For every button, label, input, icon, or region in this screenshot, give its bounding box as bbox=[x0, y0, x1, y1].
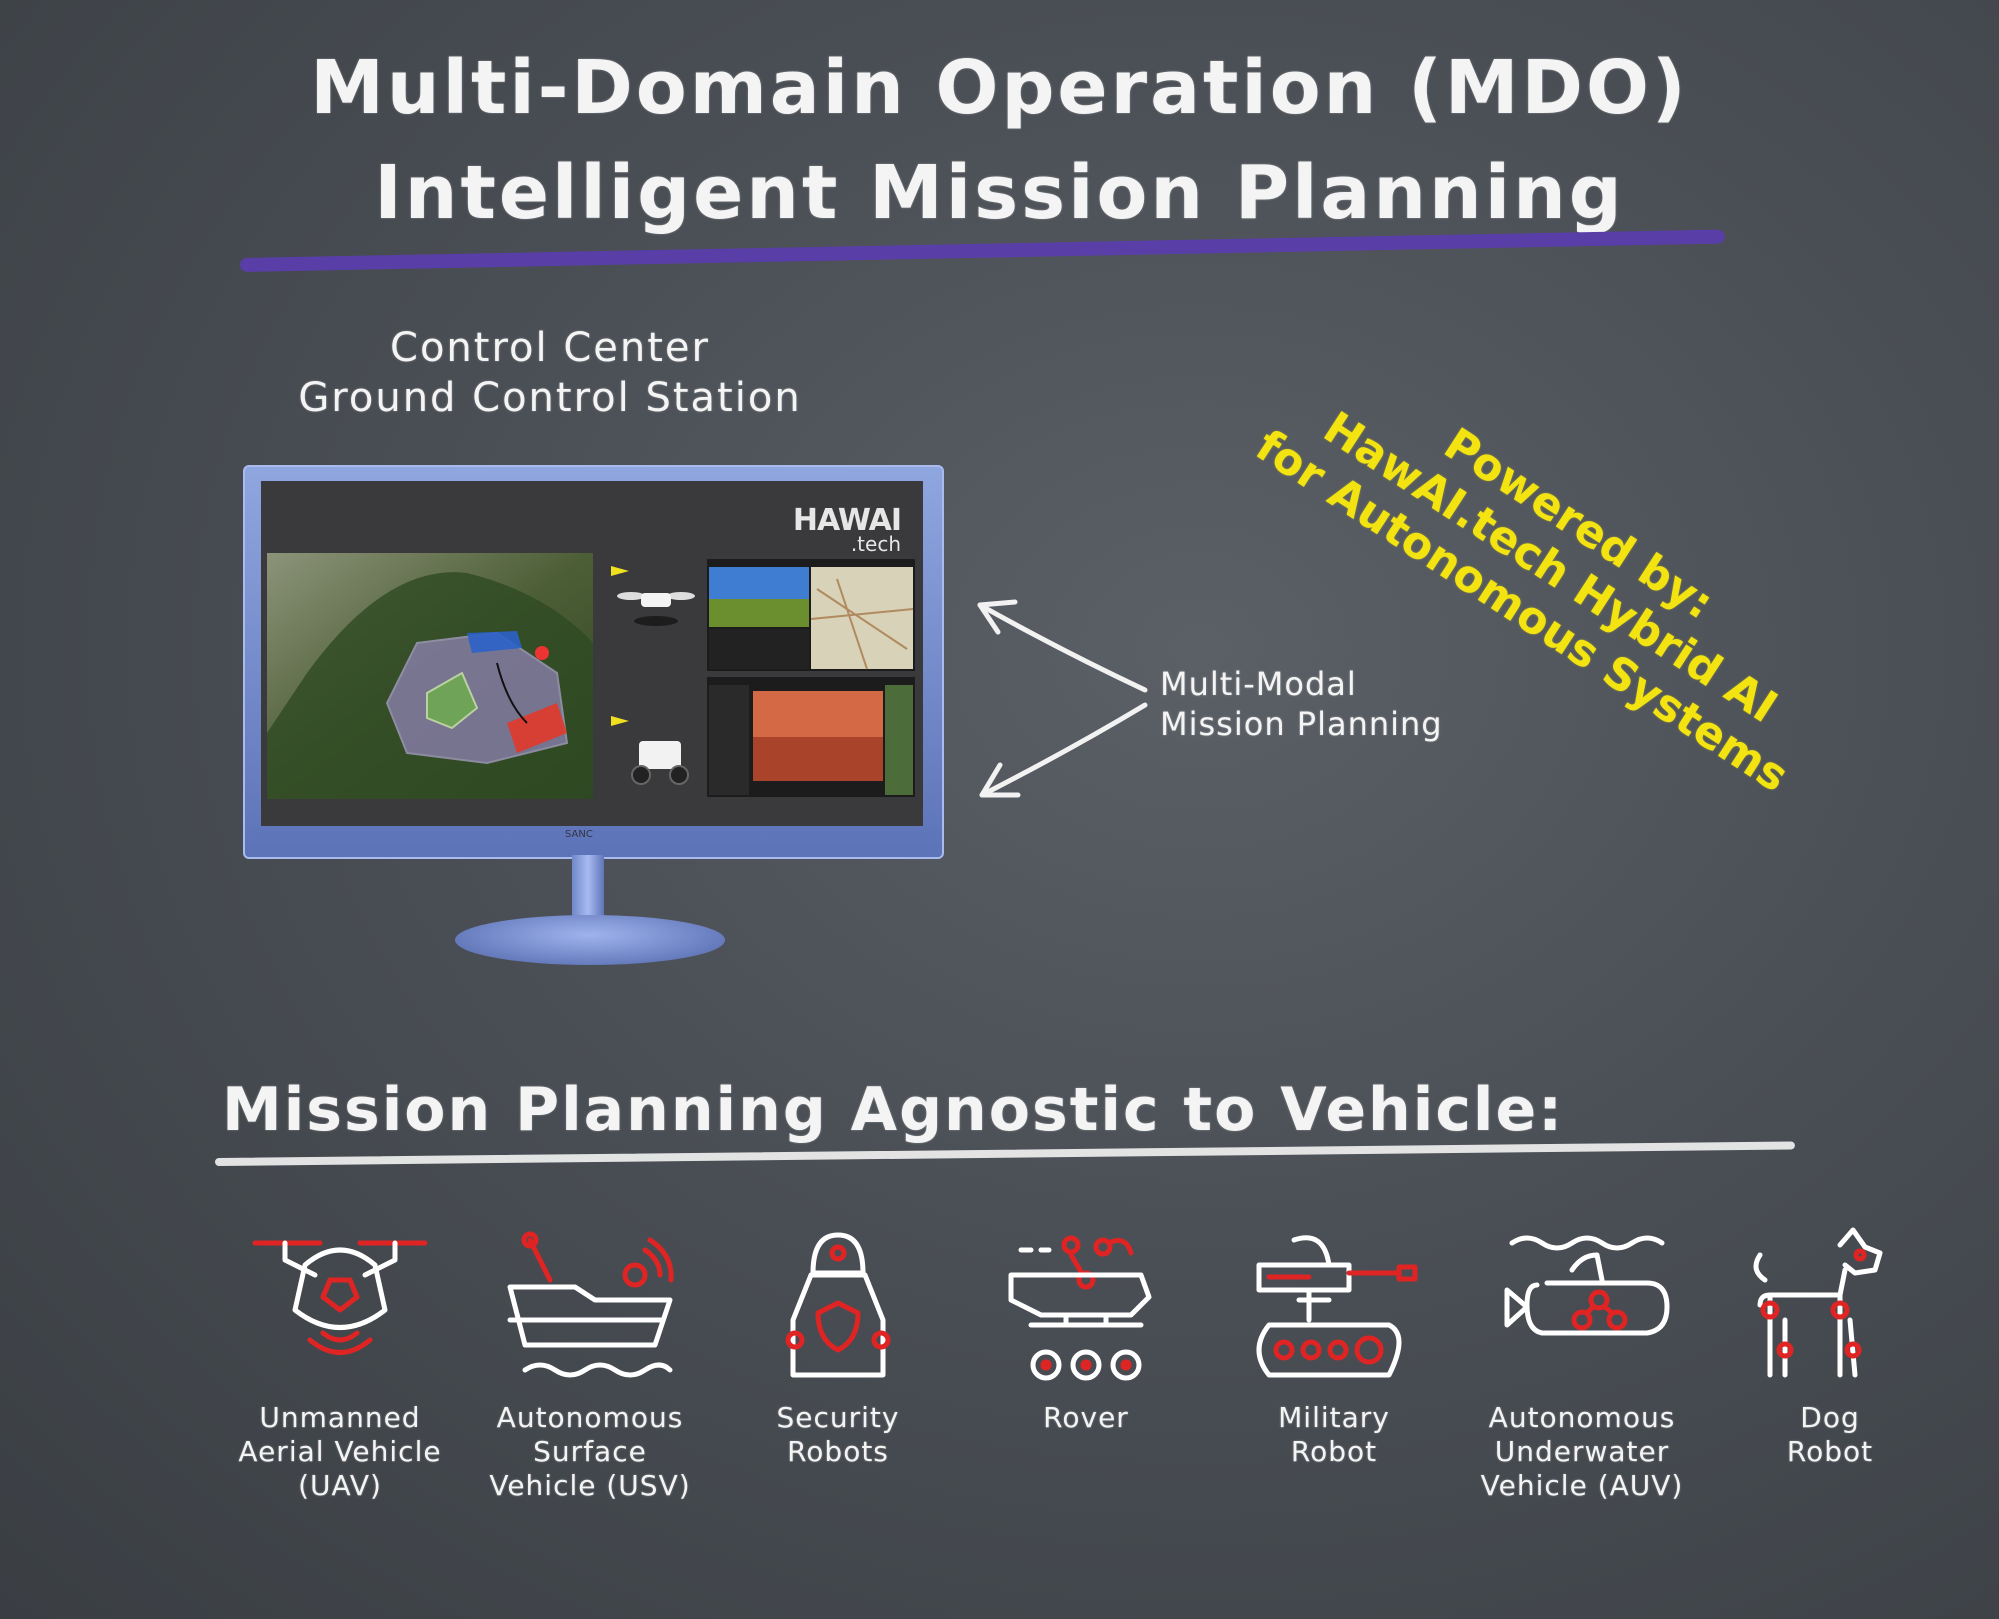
vehicle-usv-label-line-3: Vehicle (USV) bbox=[489, 1469, 691, 1502]
vehicle-dog-label-line-1: Dog bbox=[1800, 1401, 1860, 1434]
uav-drone-icon bbox=[252, 1240, 428, 1355]
vehicle-security-robot: Security Robots bbox=[728, 1225, 948, 1469]
vehicle-auv: Autonomous Underwater Vehicle (AUV) bbox=[1472, 1225, 1692, 1503]
hawai-logo-text: HAWAI bbox=[792, 503, 902, 538]
title-line-2: Intelligent Mission Planning bbox=[374, 150, 1625, 236]
vehicle-uav-label-line-2: Aerial Vehicle bbox=[238, 1435, 442, 1468]
vehicle-military-label-line-1: Military bbox=[1278, 1401, 1390, 1434]
multimodal-arrows bbox=[977, 599, 1148, 798]
vehicle-auv-label-line-1: Autonomous bbox=[1488, 1401, 1676, 1434]
vehicle-military-robot: Military Robot bbox=[1224, 1225, 1444, 1469]
vehicle-usv-label-line-2: Surface bbox=[533, 1435, 647, 1468]
vehicle-dog-robot: Dog Robot bbox=[1720, 1225, 1940, 1469]
dog-robot-icon bbox=[1753, 1227, 1883, 1378]
military-robot-icon bbox=[1256, 1235, 1418, 1378]
multimodal-line-1: Multi-Modal bbox=[1160, 665, 1357, 703]
terrain-map-image bbox=[267, 553, 593, 799]
control-center-label: Control Center bbox=[390, 325, 710, 371]
powered-by-note: Powered by: HawAI.tech Hybrid AI for Aut… bbox=[1189, 296, 1911, 841]
monitor-brand: SANC bbox=[565, 829, 593, 840]
monitor-stand-neck bbox=[572, 855, 604, 925]
drone-thumbnail-icon bbox=[611, 566, 695, 626]
security-robot-icon bbox=[785, 1232, 891, 1378]
vehicle-dog-label: Dog Robot bbox=[1720, 1401, 1940, 1469]
ground-control-station-label: Ground Control Station bbox=[298, 375, 802, 421]
vehicle-uav-label: Unmanned Aerial Vehicle (UAV) bbox=[230, 1401, 450, 1503]
vehicle-auv-label-line-3: Vehicle (AUV) bbox=[1480, 1469, 1684, 1502]
monitor-stand-base bbox=[455, 915, 725, 965]
auv-submarine-icon bbox=[1504, 1235, 1670, 1336]
agnostic-heading: Mission Planning Agnostic to Vehicle: bbox=[222, 1075, 1565, 1145]
vehicle-uav-label-line-3: (UAV) bbox=[298, 1469, 382, 1502]
vehicle-auv-label: Autonomous Underwater Vehicle (AUV) bbox=[1472, 1401, 1692, 1503]
rover-icon bbox=[1008, 1235, 1152, 1381]
multimodal-line-2: Mission Planning bbox=[1160, 705, 1443, 743]
usv-boat-icon bbox=[507, 1231, 674, 1378]
hawai-logo: HAWAI .tech bbox=[792, 503, 902, 556]
agnostic-underline bbox=[214, 1141, 1795, 1166]
vehicle-security-label-line-1: Security bbox=[776, 1401, 900, 1434]
vehicle-usv: Autonomous Surface Vehicle (USV) bbox=[480, 1225, 700, 1503]
title-line-1: Multi-Domain Operation (MDO) bbox=[310, 45, 1689, 131]
monitor: HAWAI .tech bbox=[243, 465, 944, 859]
vehicle-rover: Rover bbox=[976, 1225, 1196, 1435]
vehicle-usv-label: Autonomous Surface Vehicle (USV) bbox=[480, 1401, 700, 1503]
gcs-rover-screen bbox=[707, 677, 915, 797]
vehicle-military-label-line-2: Robot bbox=[1290, 1435, 1378, 1468]
vehicle-security-label-line-2: Robots bbox=[787, 1435, 889, 1468]
vehicle-uav: Unmanned Aerial Vehicle (UAV) bbox=[230, 1225, 450, 1503]
vehicle-military-label: Military Robot bbox=[1224, 1401, 1444, 1469]
gcs-drone-screen bbox=[707, 559, 915, 671]
vehicle-uav-label-line-1: Unmanned bbox=[259, 1401, 421, 1434]
vehicle-dog-label-line-2: Robot bbox=[1786, 1435, 1874, 1468]
vehicle-usv-label-line-1: Autonomous bbox=[496, 1401, 684, 1434]
vehicle-rover-label-line-1: Rover bbox=[1043, 1401, 1129, 1434]
vehicle-auv-label-line-2: Underwater bbox=[1494, 1435, 1670, 1468]
vehicle-rover-label: Rover bbox=[976, 1401, 1196, 1435]
monitor-screen: HAWAI .tech bbox=[261, 481, 923, 826]
hawai-logo-suffix: .tech bbox=[850, 532, 901, 556]
rover-thumbnail-icon bbox=[611, 716, 689, 785]
vehicle-security-label: Security Robots bbox=[728, 1401, 948, 1469]
